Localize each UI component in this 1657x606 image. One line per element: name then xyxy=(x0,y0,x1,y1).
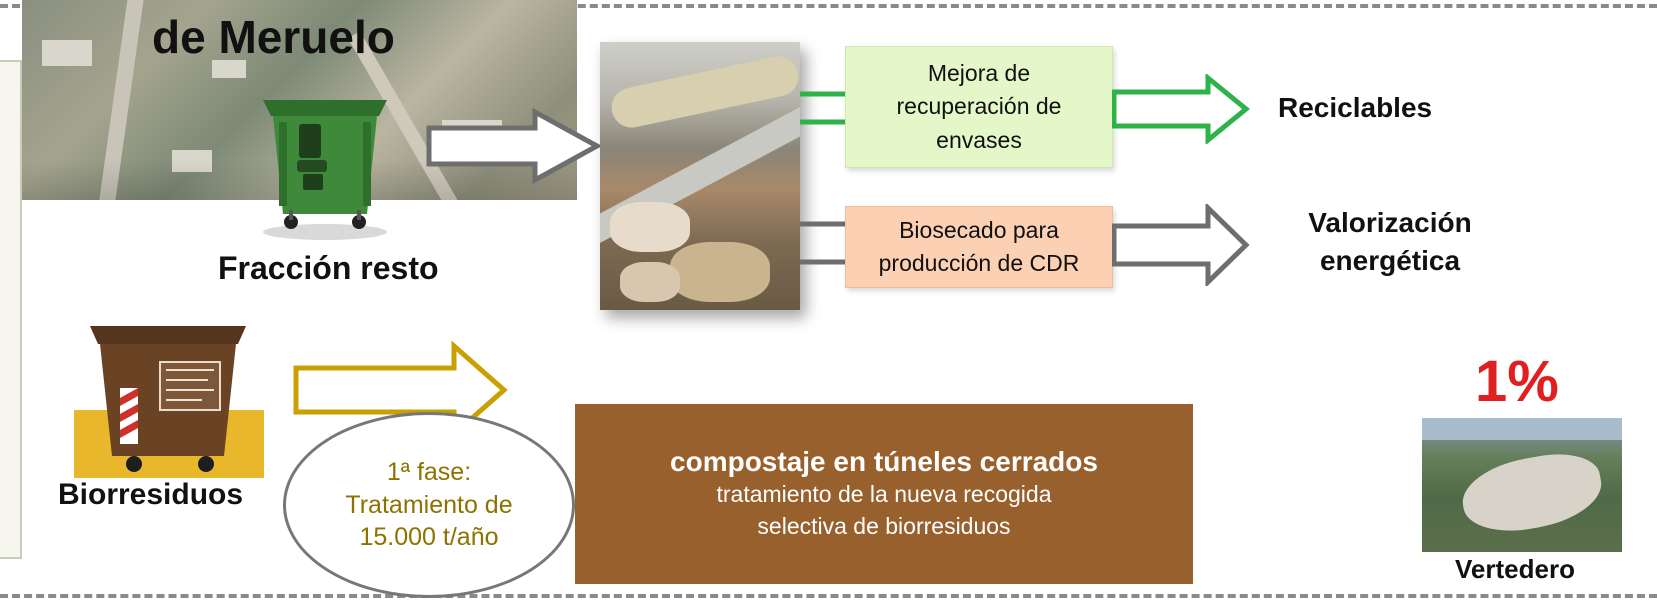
left-edge-frame xyxy=(0,60,22,559)
page-title: de Meruelo xyxy=(152,11,395,63)
compost-desc-line: selectiva de biorresiduos xyxy=(757,513,1011,539)
sorting-plant-photo xyxy=(600,42,800,310)
gold-arrow-icon xyxy=(293,340,508,440)
compostaje-box: compostaje en túneles cerrados tratamien… xyxy=(575,404,1193,584)
box-text-line: producción de CDR xyxy=(878,250,1080,276)
reciclables-label: Reciclables xyxy=(1278,92,1433,123)
box-text-line: recuperación de xyxy=(896,93,1062,120)
aerial-building xyxy=(212,60,246,78)
waste-pile xyxy=(610,202,690,252)
top-dashed-divider xyxy=(0,4,1657,8)
bottom-dashed-divider xyxy=(0,594,1657,598)
biosecado-box: Biosecado para producción de CDR xyxy=(845,206,1113,288)
valorizacion-label: Valorización energética xyxy=(1290,204,1490,280)
ellipse-line: 15.000 t/año xyxy=(359,523,499,552)
connector-lines xyxy=(800,91,848,265)
biorresiduos-label: Biorresiduos xyxy=(58,478,244,511)
landfill-percent: 1% xyxy=(1475,349,1559,414)
gray-arrow-icon xyxy=(1112,204,1250,286)
plant-drum xyxy=(607,52,800,132)
vertedero-label: Vertedero xyxy=(1455,554,1575,584)
envases-recovery-box: Mejora de recuperación de envases xyxy=(845,46,1113,168)
compost-title: compostaje en túneles cerrados xyxy=(670,445,1098,477)
valorizacion-line: energética xyxy=(1319,244,1461,276)
aerial-building xyxy=(172,150,212,172)
aerial-building xyxy=(42,40,92,66)
ellipse-line: 1ª fase: xyxy=(386,458,472,487)
brown-bin-icon xyxy=(74,326,264,478)
waste-pile xyxy=(670,242,770,302)
fase-ellipse: 1ª fase: Tratamiento de 15.000 t/año xyxy=(283,412,575,598)
box-text-line: envases xyxy=(936,126,1022,153)
ellipse-line: Tratamiento de xyxy=(345,490,513,519)
compost-desc-line: tratamiento de la nueva recogida xyxy=(716,480,1052,507)
landfill-pit xyxy=(1456,446,1608,540)
waste-pile xyxy=(620,262,680,302)
fraccion-resto-label: Fracción resto xyxy=(218,250,439,286)
landfill-sky xyxy=(1422,418,1622,440)
green-bin-icon xyxy=(263,100,387,240)
valorizacion-line: Valorización xyxy=(1308,207,1472,238)
landfill-photo xyxy=(1422,418,1622,552)
green-arrow-icon xyxy=(1112,74,1250,144)
hollow-arrow-icon xyxy=(426,108,603,184)
box-text-line: Mejora de xyxy=(927,59,1031,86)
box-text-line: Biosecado para xyxy=(899,216,1059,243)
